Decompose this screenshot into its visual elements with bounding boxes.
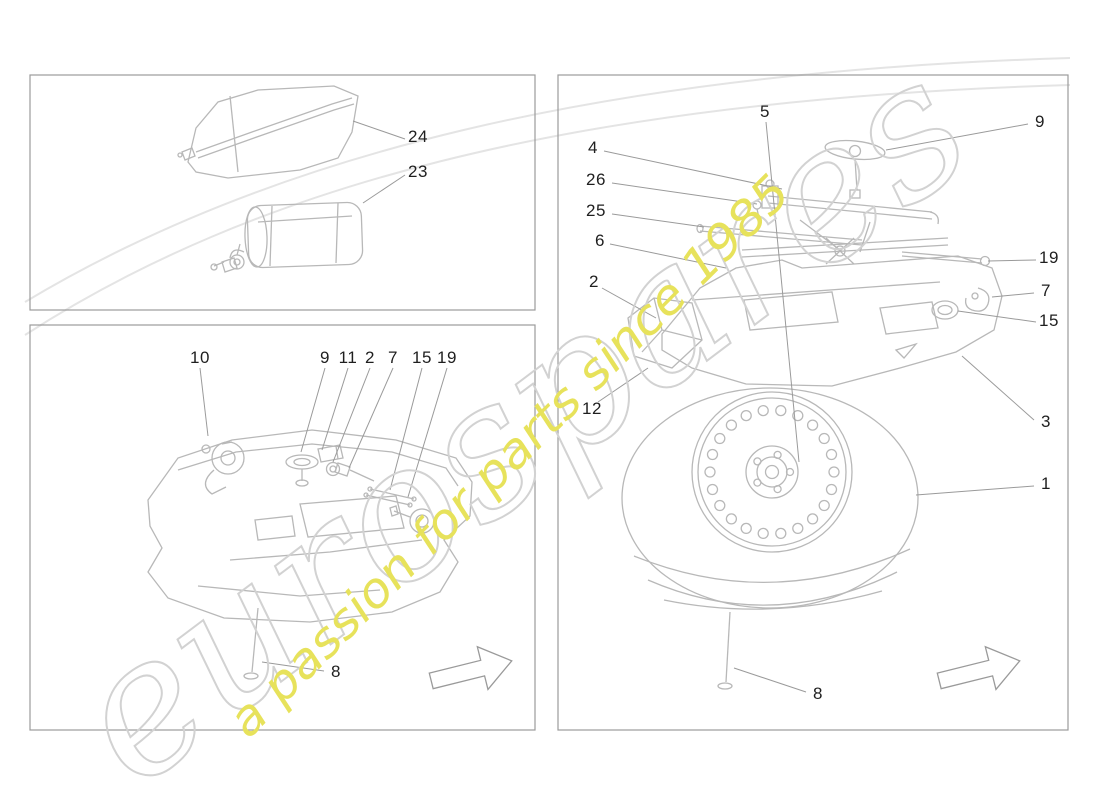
callout-label-4: 4 bbox=[588, 138, 598, 157]
callout-label-8-left: 8 bbox=[331, 662, 341, 681]
callout-label-15-right: 15 bbox=[1039, 311, 1059, 330]
callout-label-8-right: 8 bbox=[813, 684, 823, 703]
tool-tray-drawing bbox=[661, 255, 1003, 387]
tool-bag-drawing bbox=[177, 85, 359, 179]
jack-handle-bar-drawing bbox=[761, 179, 939, 253]
callout-label-2-right: 2 bbox=[589, 272, 599, 291]
callout-label-19-right: 19 bbox=[1039, 248, 1059, 267]
rods-drawing bbox=[363, 486, 417, 508]
callout-label-11: 11 bbox=[338, 348, 358, 367]
ring-tool-drawing bbox=[931, 300, 959, 320]
foam-tray-drawing bbox=[147, 429, 473, 623]
funnel-drawing bbox=[285, 454, 319, 487]
callout-label-1: 1 bbox=[1041, 474, 1051, 493]
callout-label-26: 26 bbox=[586, 170, 606, 189]
tube-drawing bbox=[696, 200, 863, 246]
screwdriver-drawing bbox=[334, 462, 375, 482]
callout-label-5: 5 bbox=[760, 102, 770, 121]
callout-label-25: 25 bbox=[586, 201, 606, 220]
callout-label-10: 10 bbox=[190, 348, 210, 367]
watermark-layer: eurospares a passion for parts since 198… bbox=[30, 16, 1009, 800]
callout-label-3: 3 bbox=[1041, 412, 1051, 431]
tow-hook-drawing bbox=[201, 441, 245, 495]
foam-block-drawing bbox=[627, 297, 703, 369]
leader-lines bbox=[199, 120, 1037, 693]
callout-label-7-right: 7 bbox=[1041, 281, 1051, 300]
callout-label-6: 6 bbox=[595, 231, 605, 250]
wheel-lug-ring bbox=[753, 450, 795, 494]
callout-label-24: 24 bbox=[408, 127, 428, 146]
callout-label-23: 23 bbox=[408, 162, 428, 181]
spare-wheel-drawing bbox=[621, 387, 919, 610]
callout-label-9-right: 9 bbox=[1035, 112, 1045, 131]
fixing-pin-left-drawing bbox=[243, 607, 259, 680]
panel-top-left-frame bbox=[29, 74, 536, 311]
callout-label-19-left: 19 bbox=[437, 348, 457, 367]
wheel-hole-ring bbox=[704, 404, 840, 540]
wing-handle-drawing bbox=[824, 139, 886, 199]
callout-label-15-left: 15 bbox=[412, 348, 432, 367]
fixing-pin-right-drawing bbox=[717, 611, 733, 690]
direction-arrow-right bbox=[936, 645, 1021, 691]
callout-label-12: 12 bbox=[582, 399, 602, 418]
panel-right-frame bbox=[557, 74, 1069, 731]
compressor-cylinder-drawing bbox=[210, 201, 364, 273]
direction-arrow-left bbox=[428, 645, 513, 691]
panel-bottom-left-frame bbox=[29, 324, 536, 731]
callout-label-9-left: 9 bbox=[320, 348, 330, 367]
callout-label-7-left: 7 bbox=[388, 348, 398, 367]
swoosh-decoration bbox=[24, 57, 1071, 336]
hook-tool-drawing bbox=[964, 287, 990, 312]
callout-label-2-left: 2 bbox=[365, 348, 375, 367]
tow-eye-drawing bbox=[389, 505, 435, 534]
